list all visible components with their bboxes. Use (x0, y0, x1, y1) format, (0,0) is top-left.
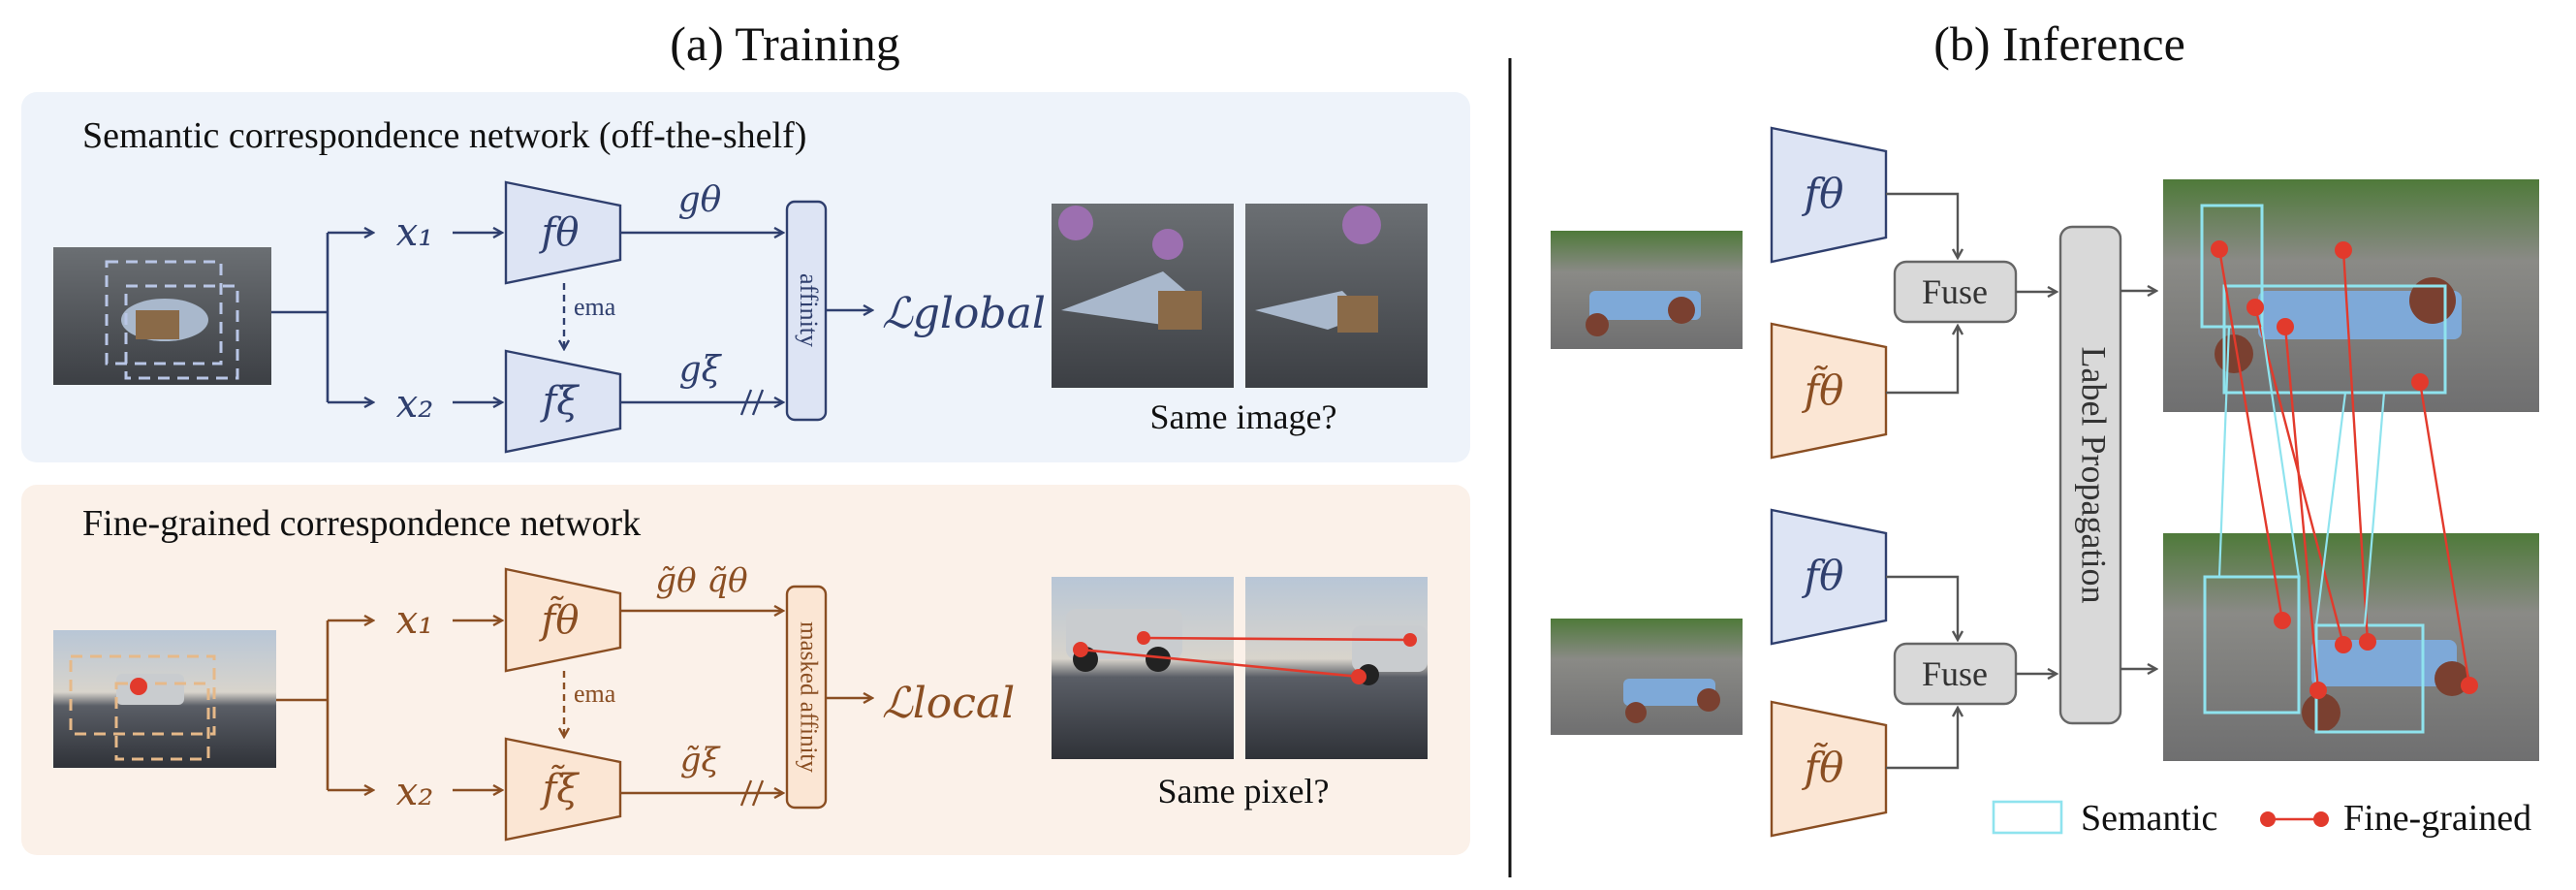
inference-encoder-top-2 (1770, 508, 1888, 646)
semantic-encoder-top (504, 180, 622, 285)
legend-semantic-swatch (1992, 800, 2063, 835)
semantic-encoder-bottom-label: fξ (540, 379, 581, 424)
inference-enc4-to-fuse (1886, 708, 1958, 770)
finegrained-loss-label: ℒlocal (882, 679, 1015, 728)
finegrained-correspondence-lines (1073, 631, 1417, 684)
semantic-question: Same image? (1150, 397, 1337, 436)
inference-encoder-bottom-1-label: f̃θ (1802, 365, 1844, 414)
finegrained-encoder-top (504, 567, 622, 673)
finegrained-input-image (53, 630, 276, 768)
semantic-x1-label: x₁ (396, 210, 434, 255)
inference-fuse-2-label: Fuse (1922, 654, 1988, 693)
finegrained-g-bottom-label: g̃ξ (680, 741, 722, 779)
label-propagation-label: Label Propagation (2075, 347, 2114, 604)
inference-encoder-bottom-1 (1770, 322, 1888, 460)
inference-input-image-2 (1551, 619, 1743, 735)
finegrained-encoder-bottom-label: f̃ξ (540, 764, 581, 811)
semantic-encoder-top-label: fθ (539, 210, 580, 255)
finegrained-question: Same pixel? (1158, 772, 1330, 811)
semantic-example-image-2 (1245, 204, 1428, 388)
legend-fine-grained-label: Fine-grained (2343, 798, 2531, 839)
finegrained-stop-grad (739, 779, 765, 807)
semantic-g-bottom-label: gξ (679, 350, 723, 390)
inference-encoder-top-2-label: fθ (1802, 552, 1844, 599)
finegrained-branch-lines (276, 620, 330, 790)
finegrained-encoder-bottom (504, 737, 622, 842)
finegrained-heading: Fine-grained correspondence network (82, 503, 641, 544)
inference-encoder-bottom-2-label: f̃θ (1802, 742, 1844, 791)
legend-semantic-label: Semantic (2081, 798, 2217, 839)
inference-enc1-to-fuse (1886, 192, 1958, 258)
inference-output-image-1 (2163, 179, 2539, 412)
training-title: (a) Training (670, 16, 900, 71)
semantic-g-top-label: gθ (678, 180, 722, 220)
legend-fine-grained-swatch (2260, 811, 2329, 827)
finegrained-example-image-1 (1052, 577, 1234, 759)
finegrained-g-top-label: g̃θ q̃θ (655, 561, 747, 600)
semantic-branch-lines (271, 233, 330, 402)
semantic-loss-label: ℒglobal (882, 289, 1046, 338)
inference-enc2-to-fuse (1886, 326, 1958, 395)
inference-input-image-1 (1551, 231, 1743, 349)
inference-enc3-to-fuse (1886, 575, 1958, 640)
label-propagation-box (2058, 225, 2122, 725)
inference-title: (b) Inference (1933, 16, 2185, 71)
inference-encoder-bottom-2 (1770, 700, 1888, 838)
semantic-affinity-label: affinity (795, 273, 823, 347)
finegrained-x2-label: x₂ (396, 770, 434, 814)
finegrained-affinity-label: masked affinity (795, 621, 821, 773)
inference-correspondence-lines (2217, 248, 2471, 691)
inference-encoder-top-1 (1770, 126, 1888, 264)
semantic-stop-grad (739, 389, 765, 416)
semantic-example-image-1 (1052, 204, 1234, 388)
semantic-encoder-bottom (504, 349, 622, 454)
semantic-input-image (53, 247, 271, 385)
semantic-heading: Semantic correspondence network (off-the… (82, 115, 806, 156)
finegrained-ema-label: ema (574, 680, 616, 708)
inference-encoder-top-1-label: fθ (1802, 170, 1844, 217)
semantic-ema-label: ema (574, 293, 616, 321)
finegrained-x1-label: x₁ (396, 598, 434, 643)
semantic-x2-label: x₂ (396, 382, 434, 427)
finegrained-encoder-top-label: f̃θ (539, 595, 580, 643)
inference-fuse-1-label: Fuse (1922, 272, 1988, 311)
